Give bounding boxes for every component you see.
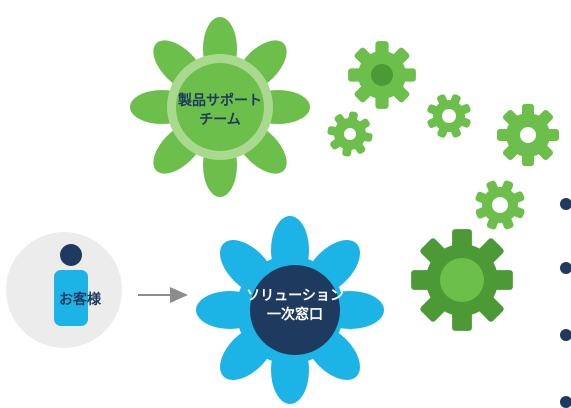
gear-hole	[520, 127, 536, 143]
gear-hole	[442, 109, 456, 123]
solution-label: ソリューション 一次窓口	[205, 287, 385, 325]
bullet-dots	[560, 198, 571, 408]
person-head-icon	[60, 244, 82, 266]
bullet-dot	[560, 198, 571, 210]
team-flower-center	[176, 63, 264, 151]
team-label-line2: チーム	[199, 111, 241, 128]
gear-hole	[344, 128, 356, 140]
gear-hole	[440, 258, 484, 302]
bullet-dot	[560, 329, 571, 341]
bullet-dot	[560, 262, 571, 274]
bullet-dot	[560, 396, 571, 408]
customer-label: お客様	[59, 292, 101, 308]
gear-hole	[492, 197, 508, 213]
person-body-icon	[54, 270, 88, 326]
solution-flower-center	[250, 265, 340, 355]
gears-cluster	[327, 41, 560, 331]
customer-node	[6, 232, 122, 348]
team-label: 製品サポート チーム	[150, 92, 290, 130]
gear-hole	[371, 64, 393, 86]
solution-flower	[196, 216, 384, 404]
team-label-line1: 製品サポート	[178, 93, 262, 109]
solution-label-line1: ソリューション	[246, 288, 344, 304]
team-flower	[130, 17, 310, 197]
solution-label-line2: 一次窓口	[267, 306, 323, 323]
